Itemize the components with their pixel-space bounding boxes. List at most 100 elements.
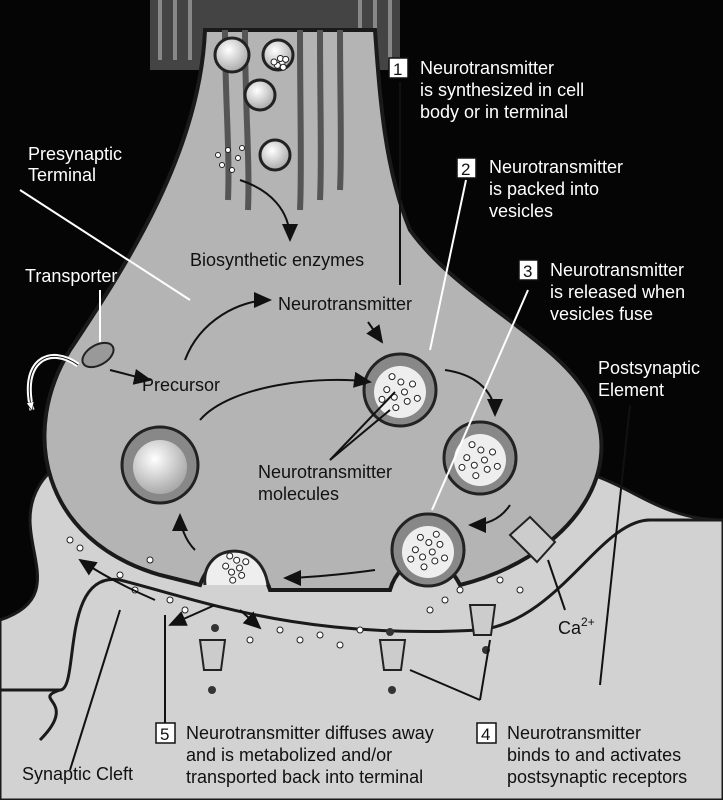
step-number: 1 (393, 60, 402, 79)
step-text: is released when (550, 282, 685, 302)
vesicle (243, 78, 277, 112)
step-text: is synthesized in cell (420, 80, 584, 100)
label-biosynthetic-enzymes: Biosynthetic enzymes (190, 250, 364, 270)
molecule (378, 395, 386, 403)
molecule (436, 540, 444, 548)
molecule (181, 606, 189, 614)
molecule (425, 539, 433, 547)
step-text: Neurotransmitter (420, 58, 554, 78)
molecule (276, 626, 284, 634)
molecule (458, 463, 466, 471)
molecule (233, 556, 241, 564)
molecule (409, 380, 417, 388)
molecule (356, 626, 364, 634)
step-2: 2 Neurotransmitter is packed into vesicl… (456, 157, 623, 221)
postsynaptic-receptors (198, 604, 497, 671)
molecule (383, 386, 391, 394)
molecule (403, 397, 411, 405)
label-neurotransmitter: Neurotransmitter (278, 294, 412, 314)
filled-vesicle (362, 352, 438, 428)
molecule (229, 576, 237, 584)
molecule (316, 631, 324, 639)
step-number: 2 (461, 160, 470, 179)
label-calcium: Ca2+ (558, 615, 595, 638)
molecule (400, 388, 408, 396)
molecule (238, 571, 246, 579)
molecule (246, 636, 254, 644)
step-text: Neurotransmitter diffuses away (186, 723, 434, 743)
label-synaptic-cleft: Synaptic Cleft (22, 764, 133, 784)
molecule (483, 465, 491, 473)
molecule (336, 641, 344, 649)
step-text: binds to and activates (507, 745, 681, 765)
molecule (270, 58, 278, 66)
molecule (397, 378, 405, 386)
molecule (146, 556, 154, 564)
molecule (420, 563, 428, 571)
molecule (480, 456, 488, 464)
step-text: Neurotransmitter (507, 723, 641, 743)
flow-arrows (78, 292, 511, 630)
calcium-channel (508, 515, 557, 564)
molecule (296, 636, 304, 644)
molecule (493, 462, 501, 470)
molecule (236, 564, 243, 572)
molecule (407, 555, 415, 563)
molecule (116, 571, 124, 579)
molecule (431, 557, 439, 565)
molecule (477, 446, 485, 454)
enzyme-dots (215, 145, 245, 173)
molecule (413, 394, 421, 402)
step-text: body or in terminal (420, 102, 568, 122)
molecule (228, 568, 236, 576)
label-molecules: molecules (258, 484, 339, 504)
vesicle (258, 138, 292, 172)
step-4: 4 Neurotransmitter binds to and activate… (476, 722, 687, 787)
molecule (279, 63, 287, 71)
leader-lines-white (19, 179, 529, 511)
vesicle (213, 36, 251, 74)
label-element: Element (598, 380, 664, 400)
step-number: 4 (481, 725, 490, 744)
molecule (76, 544, 84, 552)
step-text: is packed into (489, 179, 599, 199)
molecule (470, 461, 478, 469)
molecule (242, 558, 250, 566)
label-transporter: Transporter (25, 266, 117, 286)
molecule (428, 548, 436, 556)
molecule (516, 586, 524, 594)
molecule (468, 441, 476, 449)
step-text: Neurotransmitter (489, 157, 623, 177)
molecule (441, 554, 449, 562)
molecule (66, 536, 74, 544)
molecule (388, 373, 396, 381)
large-vesicle (120, 425, 200, 505)
step-text: and is metabolized and/or (186, 745, 392, 765)
molecule (496, 576, 504, 584)
step-text: transported back into terminal (186, 767, 423, 787)
molecule (282, 55, 290, 63)
synaptic-cleft (0, 518, 723, 692)
step-number: 5 (160, 725, 169, 744)
molecule (411, 546, 419, 554)
step-text: Neurotransmitter (550, 260, 684, 280)
step-text: vesicles fuse (550, 304, 653, 324)
step-number: 3 (523, 262, 532, 281)
step-5: 5 Neurotransmitter diffuses away and is … (155, 722, 434, 787)
step-1: 1 Neurotransmitter is synthesized in cel… (388, 57, 584, 122)
molecule (392, 404, 400, 412)
step-3: 3 Neurotransmitter is released when vesi… (518, 259, 685, 324)
molecule (222, 562, 230, 570)
label-precursor: Precursor (142, 375, 220, 395)
docking-vesicle (390, 512, 466, 588)
label-presynaptic: Presynaptic (28, 144, 122, 164)
molecule (432, 530, 440, 538)
molecule (166, 596, 174, 604)
label-postsynaptic: Postsynaptic (598, 358, 700, 378)
molecule (441, 596, 449, 604)
step-text: postsynaptic receptors (507, 767, 687, 787)
molecule (426, 606, 434, 614)
step-text: vesicles (489, 201, 553, 221)
leader-lines-dark (69, 82, 631, 771)
